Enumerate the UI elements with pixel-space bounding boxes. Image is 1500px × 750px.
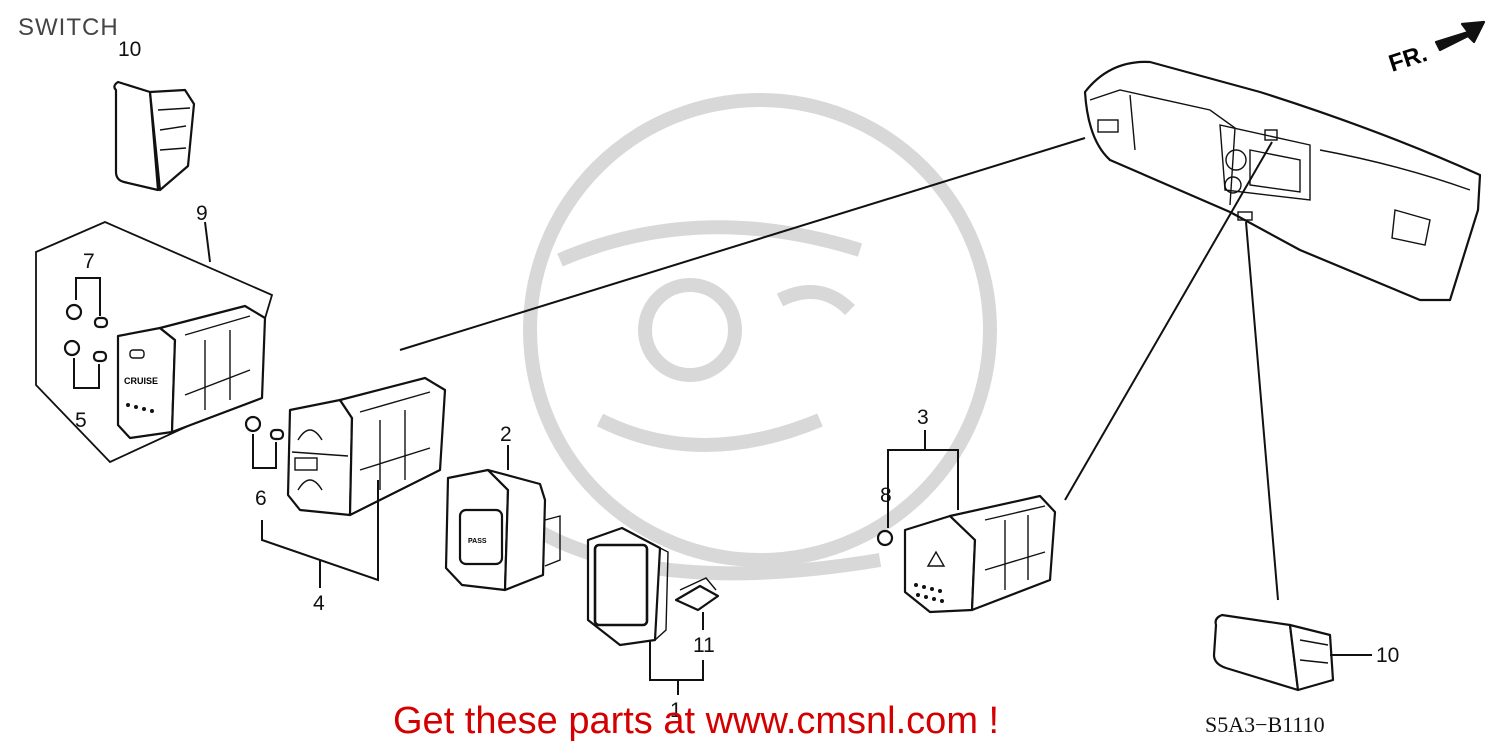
callout-8: 8 [880,484,892,507]
blank-cover-1 [586,526,669,647]
front-direction-label: FR. [1386,40,1431,78]
switch-2: PASS [444,468,561,592]
hazard-switch-3 [903,494,1057,614]
cruise-control-switch: CRUISE [116,304,267,440]
callout-5: 5 [75,409,87,432]
cruise-label: CRUISE [124,376,158,386]
leader-line-10b [1245,221,1279,601]
front-direction-arrow: FR. [1386,20,1486,78]
callout-4: 4 [313,592,325,615]
bulb-7 [65,303,109,329]
leader-line-4 [399,137,1086,351]
callout-2: 2 [500,423,512,446]
switch-cover-10-bottom [1212,613,1335,692]
bulb-6 [244,415,285,441]
switch-2-label: PASS [468,538,487,545]
bulb-8 [876,529,894,547]
switch-cover-10-top [113,80,196,192]
callout-11: 11 [693,634,715,657]
callout-10-bottom: 10 [1376,644,1399,667]
callout-9: 9 [196,202,208,225]
dashboard-illustration [1083,60,1482,302]
clip-11 [674,577,720,612]
diagram-title: SWITCH [18,14,119,41]
diagram-code: S5A3−B1110 [1205,712,1325,737]
watermark-mascot [516,93,997,581]
callout-3: 3 [917,406,929,429]
promo-link-text[interactable]: Get these parts at www.cmsnl.com ! [393,700,1000,742]
callout-10-top: 10 [118,38,141,61]
bulb-5 [63,339,108,363]
leader-line-3 [1064,141,1273,501]
callout-6: 6 [255,487,267,510]
mirror-switch-4 [286,376,447,517]
callout-7: 7 [83,250,95,273]
callout-1: 1 [670,699,682,722]
